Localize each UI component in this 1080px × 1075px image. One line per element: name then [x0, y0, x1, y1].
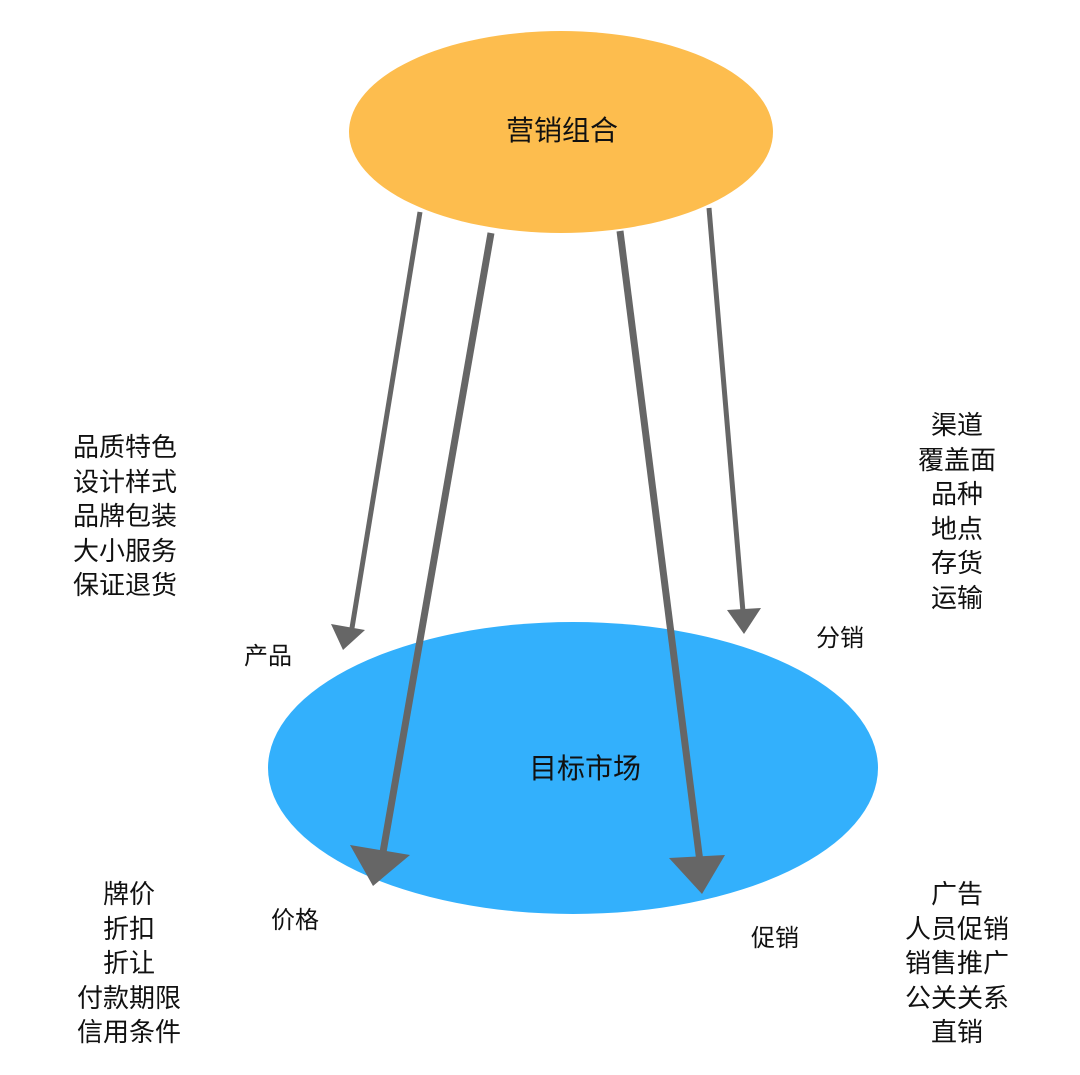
list-item: 设计样式	[72, 467, 177, 498]
list-item: 品种	[930, 480, 983, 510]
product-arrow-shaft	[349, 211, 423, 629]
distribution-items-list: 渠道 覆盖面 品种 地点 存货 运输	[895, 409, 1019, 616]
promotion-tag: 促销	[751, 924, 799, 952]
product-arrow-head	[331, 624, 365, 650]
promotion-items-list: 广告 人员促销 销售推广 公关关系 直销	[890, 878, 1024, 1051]
promotion-arrow-shaft	[616, 230, 704, 863]
distribution-arrow-head	[727, 608, 761, 634]
target-market-ellipse	[268, 622, 878, 914]
list-item: 折扣	[102, 914, 155, 945]
price-tag: 价格	[271, 906, 319, 934]
list-item: 存货	[930, 549, 983, 579]
list-item: 付款期限	[76, 983, 181, 1014]
list-item: 品牌包装	[72, 502, 177, 532]
list-item: 覆盖面	[917, 445, 996, 476]
price-arrow-head	[350, 845, 410, 886]
list-item: 品质特色	[72, 433, 177, 463]
list-item: 渠道	[930, 411, 983, 441]
marketing-mix-label: 营销组合	[506, 114, 618, 147]
arrows-group	[331, 207, 761, 894]
list-item: 直销	[930, 1018, 983, 1048]
list-item: 人员促销	[904, 914, 1009, 945]
promotion-arrow-head	[669, 855, 725, 894]
list-item: 保证退货	[72, 571, 177, 601]
list-item: 地点	[930, 514, 983, 545]
list-item: 折让	[102, 949, 155, 979]
list-item: 运输	[930, 583, 983, 614]
target-market-label: 目标市场	[529, 752, 641, 785]
list-item: 公关关系	[904, 983, 1009, 1014]
list-item: 大小服务	[72, 536, 177, 567]
product-tag: 产品	[244, 642, 292, 670]
list-item: 信用条件	[76, 1018, 181, 1048]
marketing-mix-ellipse	[349, 31, 773, 233]
distribution-tag: 分销	[816, 624, 864, 652]
product-items-list: 品质特色 设计样式 品牌包装 大小服务 保证退货	[59, 431, 191, 604]
distribution-arrow-shaft	[706, 207, 746, 613]
list-item: 牌价	[102, 880, 155, 910]
list-item: 销售推广	[904, 949, 1009, 979]
price-arrow-shaft	[378, 232, 495, 859]
list-item: 广告	[930, 880, 983, 910]
price-items-list: 牌价 折扣 折让 付款期限 信用条件	[62, 878, 196, 1051]
